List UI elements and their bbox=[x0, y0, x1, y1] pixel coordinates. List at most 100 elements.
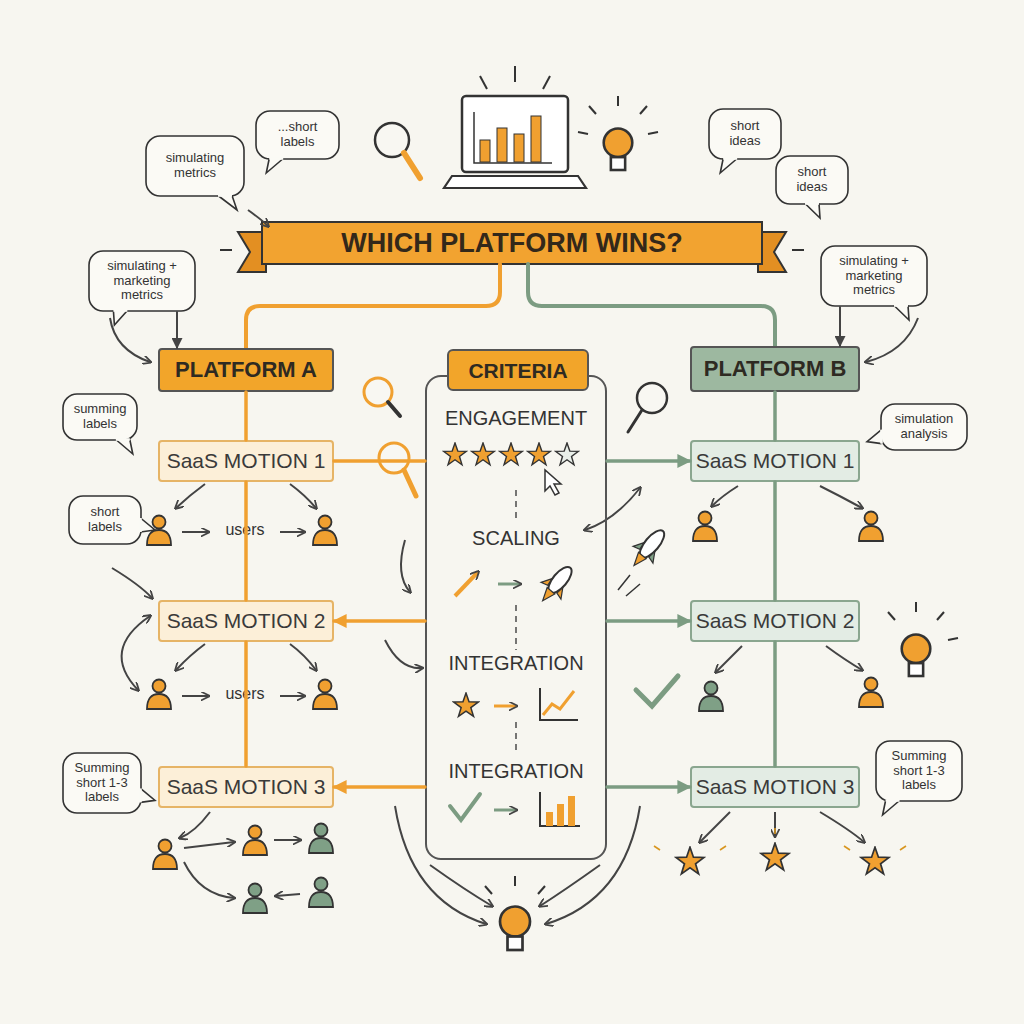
criteria-icons bbox=[385, 640, 422, 668]
criteria-icons bbox=[541, 575, 553, 587]
speech-bubble: short ideas bbox=[775, 155, 849, 205]
platform-a-icons bbox=[309, 824, 333, 854]
bubble-tail bbox=[883, 801, 900, 816]
bottom-bulb bbox=[395, 806, 640, 950]
platform-a-icons bbox=[182, 695, 208, 697]
criteria-icons bbox=[388, 402, 400, 416]
bubble-body bbox=[709, 109, 781, 159]
speech-bubble: simulating metrics bbox=[145, 135, 245, 197]
platform-b-icons bbox=[761, 843, 789, 870]
bubble-tail-join bbox=[116, 438, 130, 441]
bubble-body bbox=[821, 246, 927, 306]
platform-a-icons bbox=[280, 695, 304, 697]
bubble-body bbox=[89, 251, 195, 311]
platform-a-icons bbox=[153, 840, 177, 870]
criteria-row: SCALING bbox=[427, 527, 605, 550]
top-icons bbox=[617, 96, 619, 106]
bubble-text: simulation analysis bbox=[886, 412, 962, 441]
top-icons bbox=[578, 132, 588, 134]
connector bbox=[773, 392, 777, 440]
bubble-text: simulating + marketing metrics bbox=[94, 259, 190, 303]
bottom-bulb bbox=[500, 907, 530, 951]
platform-b-icons bbox=[699, 682, 723, 712]
criteria-icons bbox=[404, 470, 416, 496]
bubble-body bbox=[63, 753, 141, 813]
bubble-body bbox=[881, 404, 967, 450]
bubble-tail-join bbox=[894, 304, 908, 307]
platform-b-icons bbox=[820, 486, 862, 508]
title-banner: WHICH PLATFORM WINS? bbox=[262, 222, 762, 264]
top-icons bbox=[444, 176, 586, 188]
top-icons bbox=[589, 106, 596, 114]
criteria-icons bbox=[500, 443, 523, 465]
platform-b-icons bbox=[774, 812, 776, 836]
criteria-icons bbox=[556, 587, 568, 599]
bubble-tail-join bbox=[139, 788, 142, 802]
bubble-tail-join bbox=[805, 202, 819, 205]
criteria-icons bbox=[628, 410, 642, 432]
platform-b-icons bbox=[859, 678, 883, 708]
criteria-icons bbox=[454, 693, 479, 716]
bubble-body bbox=[876, 741, 962, 801]
platform-a-icons bbox=[274, 839, 300, 841]
bubble-tail bbox=[113, 311, 127, 326]
bubble-pointers bbox=[110, 210, 918, 598]
platform-a-icons bbox=[122, 484, 337, 913]
platform-b-icons bbox=[859, 512, 883, 542]
bubble-tail bbox=[805, 204, 820, 219]
platform-a-icons bbox=[176, 484, 205, 508]
platform-a-icons bbox=[243, 884, 267, 914]
criteria-icons bbox=[533, 559, 581, 609]
bubble-pointers bbox=[112, 568, 152, 598]
connector bbox=[607, 785, 690, 789]
speech-bubble: simulating + marketing metrics bbox=[820, 245, 928, 307]
top-icons bbox=[480, 76, 487, 89]
platform-a-icons bbox=[122, 616, 150, 690]
criteria-icons bbox=[401, 540, 410, 592]
criteria-icons bbox=[637, 383, 667, 413]
motion-box: SaaS MOTION 3 bbox=[158, 766, 334, 808]
top-icons bbox=[474, 112, 552, 163]
platform-b-icons bbox=[888, 612, 895, 620]
bubble-body bbox=[256, 111, 339, 159]
top-icons bbox=[543, 76, 550, 89]
bubble-text: short ideas bbox=[714, 119, 776, 148]
platform-a-icons bbox=[290, 644, 316, 670]
criteria-icons bbox=[515, 490, 517, 520]
bubble-text: Summing short 1-3 labels bbox=[881, 749, 957, 793]
criteria-icons bbox=[585, 488, 640, 530]
criteria-panel: CRITERIAENGAGEMENTSCALINGINTEGRATIONINTE… bbox=[425, 375, 607, 860]
criteria-row: INTEGRATION bbox=[427, 760, 605, 783]
speech-bubble: short ideas bbox=[708, 108, 782, 160]
platform-b-icons bbox=[636, 676, 678, 706]
bubble-tail bbox=[720, 159, 737, 174]
speech-bubble: ...short labels bbox=[255, 110, 340, 160]
criteria-icons bbox=[568, 796, 575, 826]
platform-b-icons bbox=[618, 486, 958, 874]
criteria-icons bbox=[494, 705, 516, 708]
criteria-icons bbox=[556, 443, 579, 465]
criteria-icons bbox=[545, 470, 561, 495]
title-ribbon bbox=[262, 222, 762, 264]
connector bbox=[334, 619, 425, 623]
box-text: PLATFORM A bbox=[175, 357, 317, 383]
platform-a-icons bbox=[182, 531, 208, 533]
platform-b-icons bbox=[648, 551, 660, 563]
top-icons bbox=[640, 106, 647, 114]
box-text: SaaS MOTION 2 bbox=[167, 609, 326, 633]
connector bbox=[244, 482, 248, 600]
criteria-icons bbox=[494, 809, 516, 812]
platform-a-icons bbox=[243, 826, 267, 856]
platform-box: PLATFORM A bbox=[158, 348, 334, 392]
criteria-icons bbox=[472, 443, 495, 465]
bubble-pointers bbox=[866, 318, 918, 362]
bubble-text: short ideas bbox=[781, 165, 843, 194]
connector bbox=[244, 642, 248, 766]
criteria-icons bbox=[557, 804, 564, 826]
bottom-bulb bbox=[538, 886, 545, 894]
bubble-tail-join bbox=[218, 194, 232, 197]
connector bbox=[773, 642, 777, 766]
platform-b-icons bbox=[654, 846, 660, 850]
